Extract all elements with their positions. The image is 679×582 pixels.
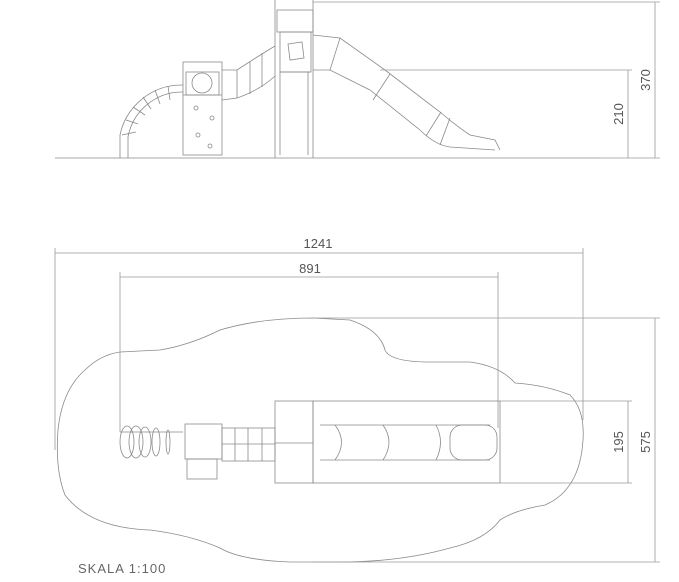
net-bridge-side bbox=[221, 45, 276, 101]
scale-label: SKALA 1:100 bbox=[78, 561, 167, 576]
main-tower-side bbox=[274, 0, 314, 158]
dim-total-width: 575 bbox=[638, 431, 653, 453]
spiral-climber-side bbox=[119, 84, 184, 158]
dim-equipment-width: 195 bbox=[611, 431, 626, 453]
main-tower-plan bbox=[274, 400, 314, 484]
plan-dimensions bbox=[54, 248, 660, 563]
tube-slide-plan bbox=[312, 400, 501, 484]
dim-equipment-length: 891 bbox=[299, 261, 321, 276]
elevation-dimensions bbox=[313, 1, 660, 159]
climbing-panel-tower bbox=[182, 61, 223, 156]
plan-view bbox=[54, 248, 660, 563]
safety-zone-outline bbox=[56, 317, 584, 563]
tube-slide-side bbox=[312, 34, 501, 151]
dim-platform-height: 210 bbox=[611, 103, 626, 125]
platform-plan bbox=[184, 423, 223, 480]
spiral-climber-plan bbox=[119, 425, 183, 459]
dim-total-height: 370 bbox=[638, 69, 653, 91]
dim-total-length: 1241 bbox=[304, 236, 333, 251]
net-bridge-plan bbox=[221, 427, 276, 462]
elevation-view bbox=[55, 0, 660, 159]
